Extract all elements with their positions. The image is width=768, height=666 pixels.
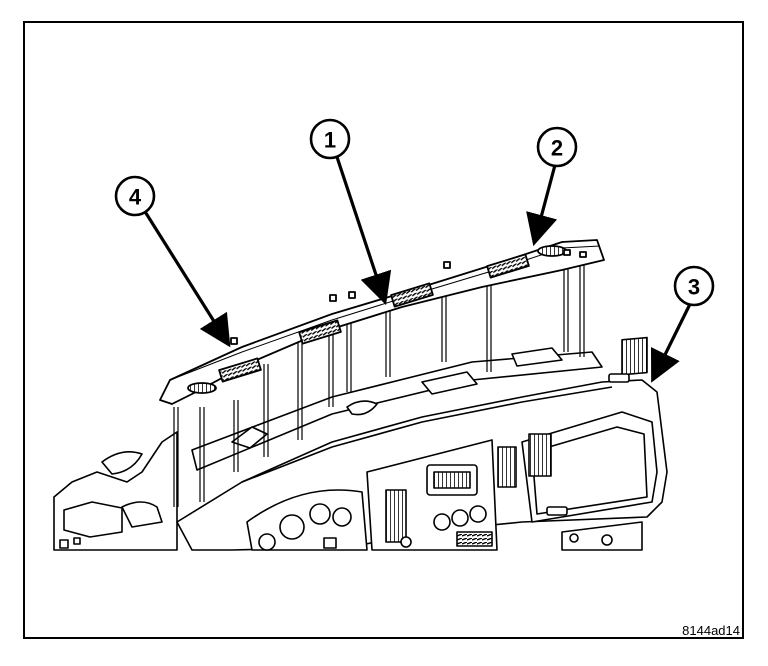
dashboard-exploded-view: 1 2 3 4 [53, 118, 715, 551]
clip-alignment-lines [173, 257, 585, 507]
dash-top-cover [159, 239, 605, 405]
leader-arrow-2 [526, 164, 558, 247]
leader-arrow-3 [650, 299, 694, 383]
callout-3-label: 3 [688, 275, 700, 300]
instrument-panel [53, 336, 668, 551]
callout-3: 3 [673, 265, 715, 307]
callout-1-label: 1 [324, 128, 336, 153]
callout-2-label: 2 [551, 136, 563, 161]
figure-id: 8144ad14 [682, 623, 740, 638]
callout-1: 1 [309, 118, 351, 160]
leader-arrow-4 [142, 209, 231, 348]
callout-4-label: 4 [129, 185, 142, 210]
figure-frame: 1 2 3 4 [23, 21, 744, 639]
callout-2: 2 [536, 126, 578, 168]
callout-4: 4 [114, 175, 156, 217]
leader-arrow-1 [335, 156, 392, 306]
leader-arrows [142, 156, 694, 383]
